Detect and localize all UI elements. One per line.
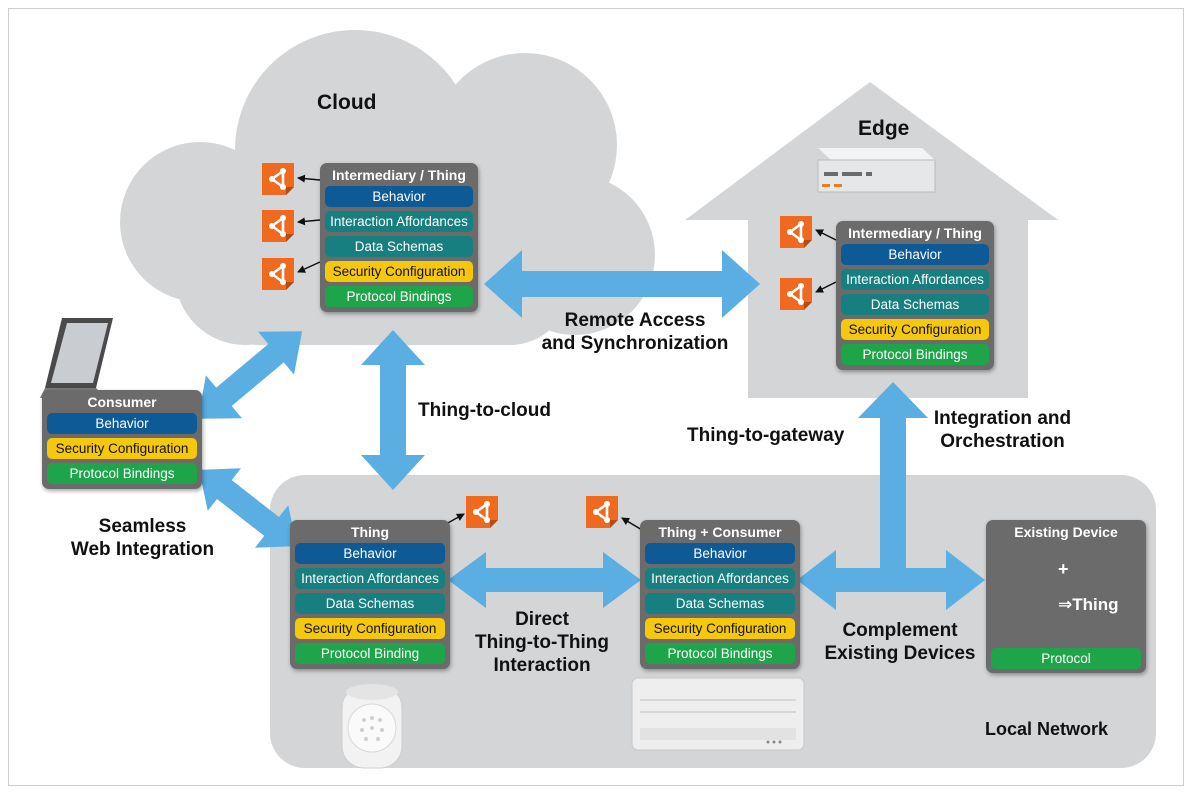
direct-line-1: Direct — [515, 609, 569, 630]
remote-access-line-1: Remote Access — [564, 310, 706, 331]
laptop-icon — [40, 318, 113, 398]
thing-description-icon — [780, 278, 812, 310]
thing-to-thing-arrow — [448, 552, 641, 608]
box-title: Thing + Consumer — [658, 524, 782, 540]
seamless-label: Seamless Web Integration — [50, 515, 235, 561]
thing-consumer-box: Thing + Consumer Behavior Interaction Af… — [640, 520, 800, 669]
protocol-bindings-row: Protocol Bindings — [325, 286, 473, 307]
data-schemas-row: Data Schemas — [841, 294, 989, 315]
direct-label: Direct Thing-to-Thing Interaction — [462, 608, 622, 677]
protocol-bindings-row: Protocol Bindings — [645, 643, 795, 664]
frame-border — [8, 8, 1184, 786]
security-configuration-row: Security Configuration — [841, 319, 989, 340]
complement-line-1: Complement — [842, 620, 958, 641]
data-schemas-row: Data Schemas — [325, 236, 473, 257]
seamless-line-1: Seamless — [98, 516, 187, 537]
thing-description-icon — [262, 258, 294, 290]
box-title: Consumer — [87, 394, 157, 410]
thing-description-icon — [262, 163, 294, 195]
complement-label: Complement Existing Devices — [812, 619, 988, 665]
behavior-row: Behavior — [841, 244, 989, 265]
thing-description-icon — [262, 210, 294, 242]
consumer-local-arrow — [199, 468, 297, 548]
integration-line-1: Integration and — [933, 408, 1072, 429]
interaction-affordances-row: Interaction Affordances — [295, 568, 445, 589]
thing-description-icon — [586, 496, 618, 528]
behavior-row: Behavior — [645, 543, 795, 564]
data-schemas-row: Data Schemas — [645, 593, 795, 614]
edge-intermediary-box: Intermediary / Thing Behavior Interactio… — [836, 221, 994, 370]
box-title: Intermediary / Thing — [848, 225, 982, 241]
existing-device-box: Existing Device — [986, 520, 1146, 673]
cloud-label: Cloud — [317, 91, 377, 114]
cloud-intermediary-box: Intermediary / Thing Behavior Interactio… — [320, 163, 478, 312]
security-configuration-row: Security Configuration — [645, 618, 795, 639]
consumer-box: Consumer Behavior Security Configuration… — [42, 390, 202, 489]
interaction-affordances-row: Interaction Affordances — [645, 568, 795, 589]
thing-description-icon — [780, 216, 812, 248]
protocol-binding-row: Protocol Binding — [295, 643, 445, 664]
gateway-device-icon — [817, 148, 936, 193]
consumer-cloud-arrow — [197, 331, 303, 419]
thing-to-gateway-label: Thing-to-gateway — [687, 425, 845, 446]
edge-label: Edge — [858, 117, 910, 140]
protocol-bindings-row: Protocol Bindings — [841, 344, 989, 365]
security-configuration-row: Security Configuration — [47, 438, 197, 459]
protocol-bindings-row: Protocol Bindings — [47, 463, 197, 484]
connection-arrows — [361, 250, 985, 610]
thing-box: Thing Behavior Interaction Affordances D… — [290, 520, 450, 669]
interaction-affordances-row: Interaction Affordances — [841, 269, 989, 290]
behavior-row: Behavior — [47, 413, 197, 434]
motion-sensor-icon — [341, 684, 403, 769]
protocol-row: Protocol — [991, 648, 1141, 669]
behavior-row: Behavior — [295, 543, 445, 564]
security-configuration-row: Security Configuration — [295, 618, 445, 639]
orchestration-arrow — [858, 382, 928, 568]
thing-to-cloud-arrow — [361, 330, 425, 490]
thing-to-cloud-label: Thing-to-cloud — [418, 400, 551, 421]
local-network-label: Local Network — [985, 719, 1109, 739]
remote-access-line-2: and Synchronization — [541, 333, 729, 354]
behavior-row: Behavior — [325, 186, 473, 207]
data-schemas-row: Data Schemas — [295, 593, 445, 614]
result-thing-label: ⇒Thing — [1058, 595, 1119, 614]
complement-arrow — [797, 550, 985, 610]
thing-description-icon — [466, 496, 498, 528]
box-title: Intermediary / Thing — [332, 167, 466, 183]
complement-line-2: Existing Devices — [824, 643, 976, 664]
box-title: Existing Device — [1014, 524, 1118, 540]
interaction-affordances-row: Interaction Affordances — [325, 211, 473, 232]
integration-line-2: Orchestration — [940, 431, 1065, 452]
remote-access-label: Remote Access and Synchronization — [530, 309, 740, 355]
security-configuration-row: Security Configuration — [325, 261, 473, 282]
direct-line-3: Interaction — [493, 655, 591, 676]
integration-label: Integration and Orchestration — [915, 407, 1090, 453]
remote-access-arrow — [484, 250, 760, 318]
box-title: Thing — [350, 524, 390, 540]
direct-line-2: Thing-to-Thing — [475, 632, 609, 653]
air-conditioner-icon — [631, 677, 805, 751]
plus-sign: + — [1058, 559, 1069, 579]
seamless-line-2: Web Integration — [70, 539, 215, 560]
pointer-arrows — [297, 174, 837, 531]
